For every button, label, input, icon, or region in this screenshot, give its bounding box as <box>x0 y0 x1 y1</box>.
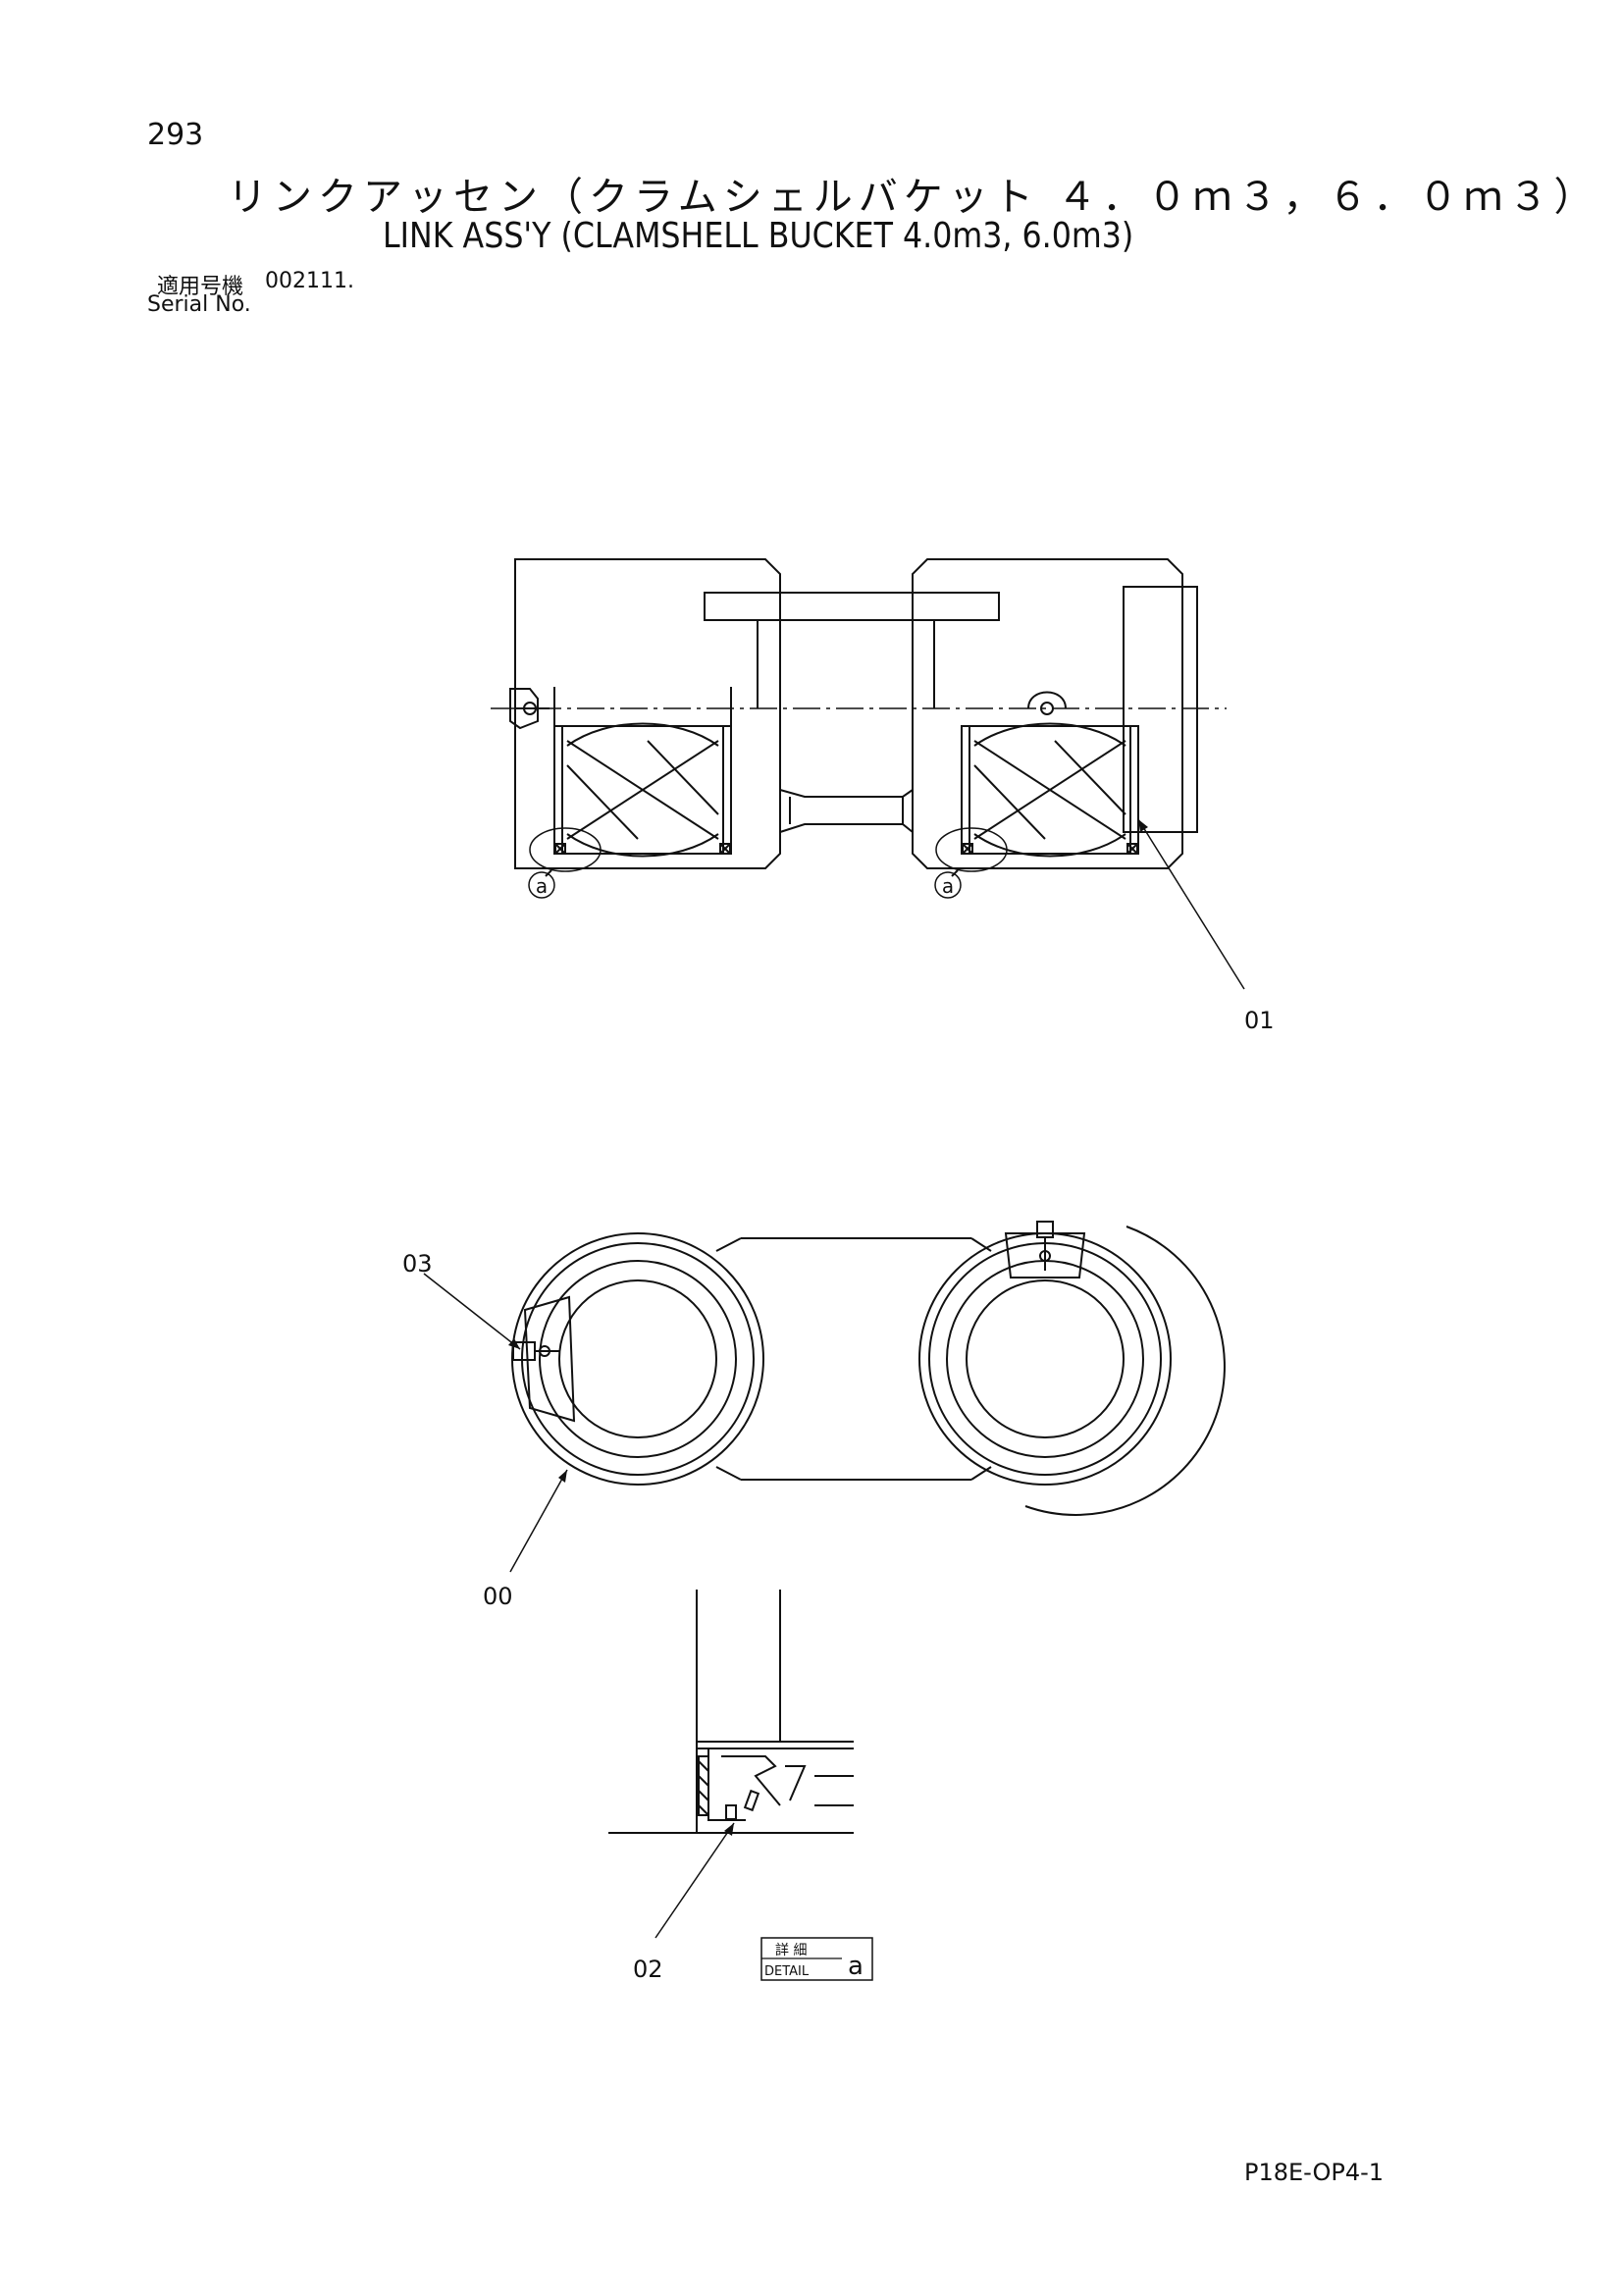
left-bushing <box>553 725 732 855</box>
left-boss-bore <box>558 1279 717 1438</box>
serial-number-value: 002111. <box>265 269 354 293</box>
detail-a-view: 02 詳 細 DETAIL a <box>608 1590 873 1983</box>
callout-02: 02 <box>633 1956 663 1983</box>
plan-view: 03 00 <box>402 1221 1226 1610</box>
callout-03: 03 <box>402 1250 433 1278</box>
callout-00: 00 <box>483 1583 513 1610</box>
side-view: a a 01 <box>491 558 1275 1034</box>
detail-marker-right: a <box>942 874 954 898</box>
serial-label-japanese: 適用号機 <box>157 275 244 299</box>
left-boss-outer <box>511 1232 764 1486</box>
title-english: LINK ASS'Y (CLAMSHELL BUCKET 4.0m3, 6.0m… <box>383 216 1134 256</box>
detail-label-english: DETAIL <box>764 1964 810 1979</box>
detail-marker-left: a <box>536 874 548 898</box>
right-link-body <box>912 558 1183 869</box>
right-boss-bore <box>966 1279 1125 1438</box>
document-code: P18E-OP4-1 <box>1244 2159 1385 2186</box>
detail-label: 詳 細 DETAIL a <box>760 1937 873 1981</box>
right-boss-outer <box>918 1232 1172 1486</box>
side-lug <box>1123 586 1198 833</box>
top-plate <box>704 592 1000 621</box>
right-bushing <box>961 725 1139 855</box>
page-number: 293 <box>147 118 204 152</box>
detail-label-japanese: 詳 細 <box>775 1943 807 1958</box>
left-link-body <box>514 558 781 869</box>
detail-label-letter: a <box>848 1952 864 1981</box>
callout-01: 01 <box>1244 1007 1275 1034</box>
serial-label-english: Serial No. <box>147 292 251 317</box>
title-japanese: リンクアッセン（クラムシェルバケット ４．０ｍ３，６．０ｍ３） <box>228 175 1599 220</box>
